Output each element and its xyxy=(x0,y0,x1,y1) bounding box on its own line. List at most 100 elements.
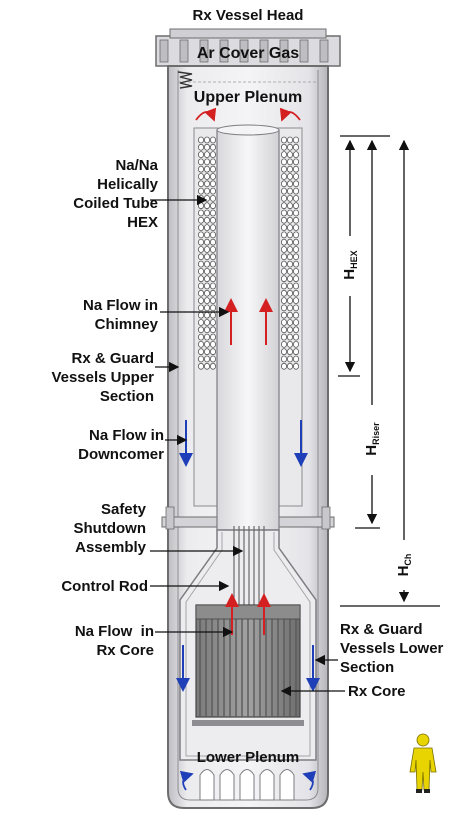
coil-tube xyxy=(286,246,293,253)
coil-tube xyxy=(280,187,287,195)
coil-tube xyxy=(292,355,299,363)
riser-height-label: HRiser xyxy=(363,407,381,471)
spring-icon xyxy=(177,71,193,89)
coil-tube xyxy=(209,348,216,356)
hex-coils-left xyxy=(197,136,216,370)
coil-tube xyxy=(280,282,287,290)
plenum-support-arch xyxy=(219,769,235,801)
coil-tube xyxy=(197,362,204,370)
coil-tube xyxy=(209,165,216,173)
head-bolt xyxy=(299,39,309,63)
vessel-head xyxy=(155,28,341,67)
coil-tube xyxy=(203,165,210,173)
coil-tube xyxy=(280,267,287,275)
coil-tube xyxy=(197,340,204,348)
coil-tube xyxy=(286,289,293,297)
coil-tube xyxy=(292,253,299,261)
coil-tube xyxy=(203,246,210,253)
dimension-lines xyxy=(338,135,440,607)
coil-tube xyxy=(280,355,287,363)
coil-tube xyxy=(286,311,293,319)
upper-section-label: Rx & Guard Vessels Upper Section xyxy=(30,349,154,406)
coil-tube xyxy=(209,216,216,224)
coil-tube xyxy=(286,362,293,370)
coil-tube xyxy=(197,355,204,363)
coil-tube xyxy=(209,355,216,363)
coil-tube xyxy=(286,319,293,326)
coil-tube xyxy=(203,238,210,246)
coil-tube xyxy=(286,326,293,334)
riser-height-subscript: Riser xyxy=(371,422,381,445)
coil-tube xyxy=(286,267,293,275)
coil-tube xyxy=(280,297,287,305)
coil-tube xyxy=(280,136,287,144)
coil-tube xyxy=(197,304,204,312)
coil-tube xyxy=(209,202,216,210)
coil-tube xyxy=(209,151,216,159)
coil-tube xyxy=(286,304,293,312)
coil-tube xyxy=(203,275,210,283)
coil-tube xyxy=(292,136,299,144)
coil-tube xyxy=(209,260,216,268)
downcomer-flow-label: Na Flow in Downcomer xyxy=(30,426,164,464)
coil-tube xyxy=(292,246,299,253)
coil-tube xyxy=(209,275,216,283)
plenum-support-arch xyxy=(199,769,215,801)
coil-tube xyxy=(286,231,293,239)
coil-tube xyxy=(292,158,299,166)
coil-tube xyxy=(280,253,287,261)
coil-tube xyxy=(197,253,204,261)
coil-tube xyxy=(280,143,287,151)
coil-tube xyxy=(203,297,210,305)
coil-tube xyxy=(197,158,204,166)
coil-tube xyxy=(286,333,293,341)
coil-tube xyxy=(280,340,287,348)
coil-tube xyxy=(203,362,210,370)
hex-label: Na/Na Helically Coiled Tube HEX xyxy=(60,156,158,232)
coil-tube xyxy=(286,275,293,283)
coil-tube xyxy=(280,348,287,356)
head-bolt xyxy=(219,39,229,63)
head-bolt xyxy=(159,39,169,63)
head-bolt xyxy=(199,39,209,63)
coil-tube xyxy=(203,158,210,166)
coil-tube xyxy=(209,136,216,144)
coil-tube xyxy=(197,311,204,319)
coil-tube xyxy=(203,289,210,297)
coil-tube xyxy=(280,362,287,370)
coil-tube xyxy=(209,173,216,180)
coil-tube xyxy=(292,151,299,159)
coil-tube xyxy=(209,304,216,312)
coil-tube xyxy=(197,275,204,283)
coil-tube xyxy=(286,340,293,348)
chimney-height-subscript: Ch xyxy=(403,553,413,566)
hex-label-line-1: Na/Na xyxy=(115,157,158,174)
coil-tube xyxy=(197,282,204,290)
coil-tube xyxy=(292,275,299,283)
coil-tube xyxy=(280,216,287,224)
coil-tube xyxy=(203,282,210,290)
coil-tube xyxy=(292,297,299,305)
coil-tube xyxy=(209,319,216,326)
coil-tube xyxy=(292,216,299,224)
coil-tube xyxy=(203,260,210,268)
downcomer-flow-arrows xyxy=(176,420,320,692)
hex-height-symbol: H xyxy=(341,268,358,280)
head-bolt xyxy=(259,39,269,63)
coil-tube xyxy=(197,260,204,268)
coil-tube xyxy=(286,224,293,232)
control-rod-label: Control Rod xyxy=(61,578,148,595)
lower-plenum-label: Lower Plenum xyxy=(196,749,300,766)
coil-tube xyxy=(292,304,299,312)
coil-tube xyxy=(286,297,293,305)
coil-tube xyxy=(197,231,204,239)
coil-tube xyxy=(292,282,299,290)
coil-tube xyxy=(203,202,210,210)
coil-tube xyxy=(280,209,287,217)
coil-tube xyxy=(286,238,293,246)
coil-tube xyxy=(203,136,210,144)
coil-tube xyxy=(203,267,210,275)
coil-tube xyxy=(197,289,204,297)
ssa-line-3: Assembly xyxy=(75,539,146,556)
ssa-line-1: Safety xyxy=(100,501,146,518)
